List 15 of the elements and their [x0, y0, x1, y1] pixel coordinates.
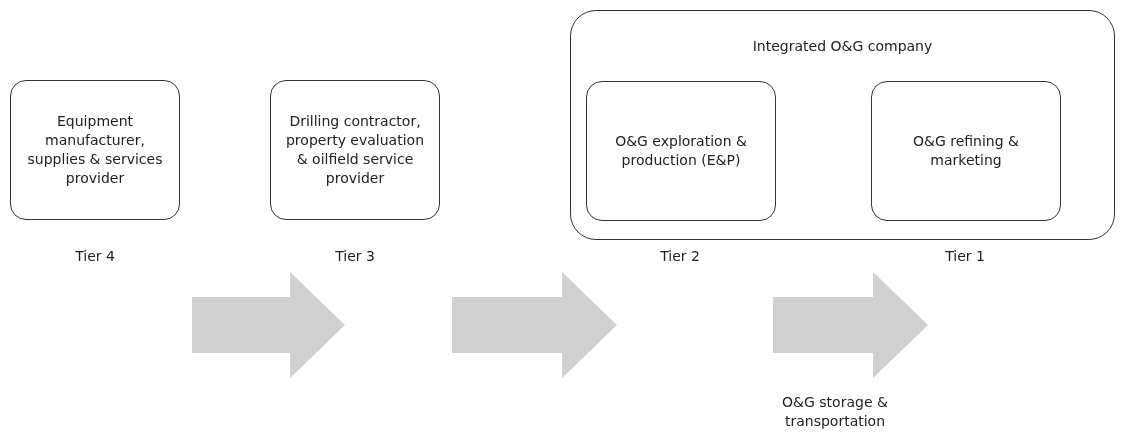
node-label: O&G exploration & production (E&P) [614, 132, 748, 170]
tier-label: Tier 2 [659, 248, 701, 264]
tier-label: Tier 3 [334, 248, 376, 264]
node-label: Drilling contractor, property evaluation & oilfield service provider [285, 112, 425, 188]
process-box [871, 81, 1061, 221]
group-box [570, 10, 1115, 240]
node-label: O&G refining & marketing [912, 132, 1020, 170]
process-box [270, 80, 440, 220]
tier-label: Tier 4 [74, 248, 116, 264]
group-title: Integrated O&G company [751, 37, 934, 56]
tier-label: Tier 1 [944, 248, 986, 264]
process-box [586, 81, 776, 221]
flow-label: O&G storage & transportation [781, 393, 889, 431]
process-box [10, 80, 180, 220]
node-label: Equipment manufacturer, supplies & services provider [26, 112, 164, 188]
